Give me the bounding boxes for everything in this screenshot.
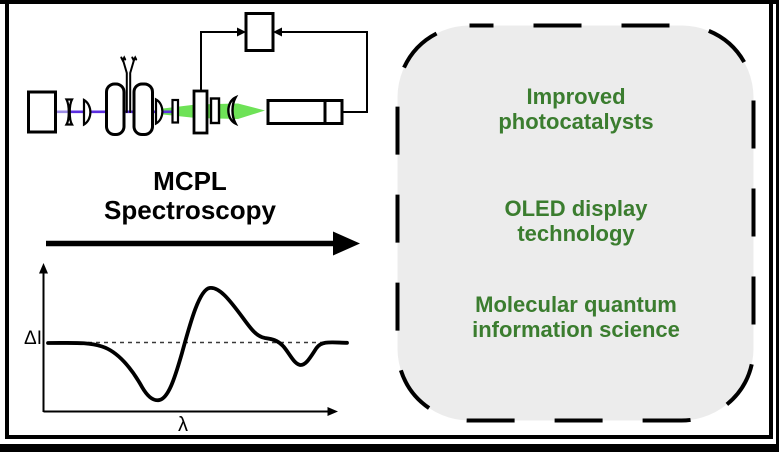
convex-lens-2 <box>154 97 164 126</box>
spectrum-plot <box>39 263 349 416</box>
signal-wire-arrowhead <box>273 27 282 37</box>
outer-border-bottom <box>0 444 779 452</box>
convex-lens-1 <box>82 98 92 127</box>
method-label: MCPL Spectroscopy <box>104 166 276 226</box>
sample-cell <box>171 98 180 124</box>
detector-box <box>323 99 344 125</box>
lockin-box <box>244 12 275 52</box>
mcpl-arrow <box>46 231 360 256</box>
signal-wire <box>281 31 368 113</box>
spectrometer-box <box>266 99 327 125</box>
spectrum-curve <box>46 286 349 403</box>
pem-disc-1 <box>105 82 126 136</box>
reference-wire-arrowhead <box>237 27 246 37</box>
y-axis-label: ΔI <box>24 328 42 349</box>
sample-fork <box>120 55 138 113</box>
pem-disc-2 <box>132 82 154 136</box>
y-axis-arrowhead <box>39 263 48 274</box>
optical-setup <box>27 12 368 136</box>
focusing-lens <box>227 94 239 127</box>
laser-box <box>27 90 57 134</box>
application-item-quantum: Molecular quantum information science <box>472 292 680 342</box>
application-item-oled: OLED display technology <box>504 196 648 246</box>
applications-panel <box>395 23 756 423</box>
filter-plate <box>209 97 221 125</box>
x-axis-arrowhead <box>327 407 338 416</box>
concave-lens <box>64 98 74 126</box>
x-axis-label: λ <box>178 414 188 436</box>
reference-wire <box>200 31 238 91</box>
outer-border-right <box>776 0 779 452</box>
application-item-photocatalysts: Improved photocatalysts <box>498 84 654 134</box>
figure-frame <box>5 0 773 439</box>
analyzer-plate <box>192 89 209 135</box>
